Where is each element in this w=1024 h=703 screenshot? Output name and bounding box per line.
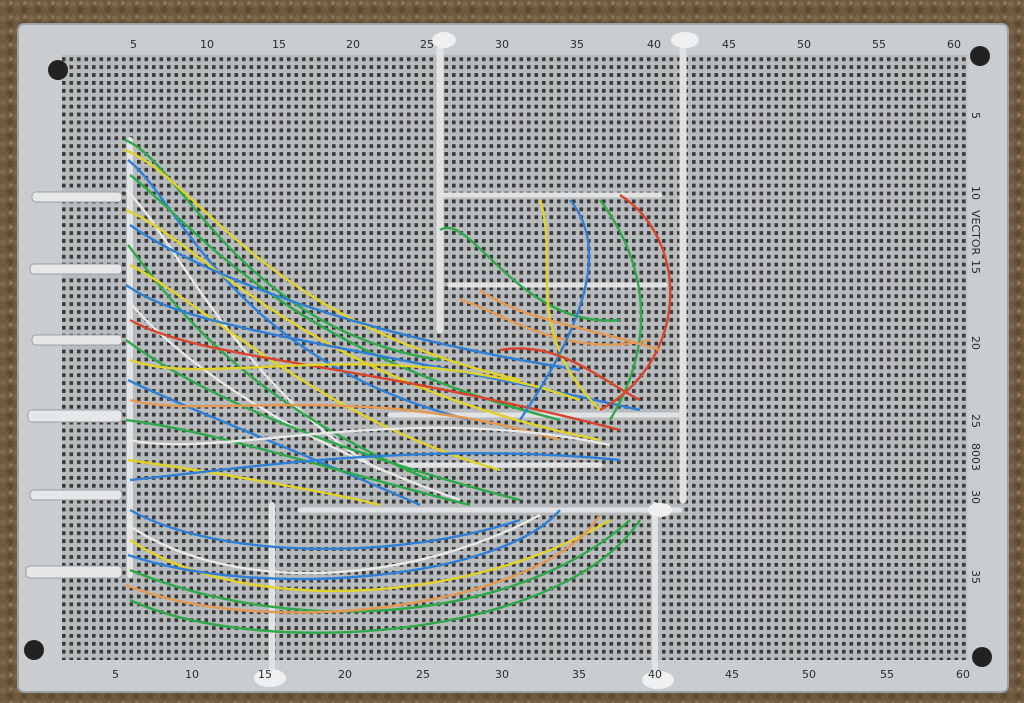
top-label: 10 <box>200 38 214 51</box>
top-label: 30 <box>495 38 509 51</box>
bottom-label: 25 <box>416 668 430 681</box>
side-label: 30 <box>969 490 982 504</box>
bottom-label: 5 <box>112 668 119 681</box>
side-label: 25 <box>969 414 982 428</box>
bottom-column-labels: 5 10 15 20 25 30 35 40 45 50 55 60 <box>112 668 970 681</box>
side-label: 20 <box>969 336 982 350</box>
top-label: 60 <box>947 38 961 51</box>
bottom-label: 20 <box>338 668 352 681</box>
bottom-label: 55 <box>880 668 894 681</box>
bottom-label: 45 <box>725 668 739 681</box>
mounting-hole-bottom-left <box>24 640 44 660</box>
top-column-labels: 5 10 15 20 25 30 35 40 45 50 55 60 <box>130 38 961 51</box>
side-label: 15 <box>969 260 982 274</box>
mounting-hole-bottom-right <box>972 647 992 667</box>
bottom-label: 30 <box>495 668 509 681</box>
top-label: 45 <box>722 38 736 51</box>
top-label: 5 <box>130 38 137 51</box>
mounting-hole-top-right <box>970 46 990 66</box>
bottom-label: 35 <box>572 668 586 681</box>
bottom-label: 50 <box>802 668 816 681</box>
brand-label: VECTOR <box>969 210 982 256</box>
top-label: 15 <box>272 38 286 51</box>
top-label: 50 <box>797 38 811 51</box>
top-label: 40 <box>647 38 661 51</box>
top-label: 25 <box>420 38 434 51</box>
solder-blobs <box>254 32 699 689</box>
top-label: 35 <box>570 38 584 51</box>
part-number-label: 8003 <box>969 443 982 471</box>
edge-pins <box>25 191 123 579</box>
bottom-label: 40 <box>648 668 662 681</box>
bottom-label: 15 <box>258 668 272 681</box>
side-row-labels: 5 10 15 20 25 30 35 VECTOR 8003 <box>969 112 982 584</box>
mounting-hole-top-left <box>48 60 68 80</box>
side-label: 35 <box>969 570 982 584</box>
top-label: 20 <box>346 38 360 51</box>
top-label: 55 <box>872 38 886 51</box>
bottom-label: 60 <box>956 668 970 681</box>
bottom-label: 10 <box>185 668 199 681</box>
hole-grid <box>62 55 967 660</box>
wire-harness <box>124 138 672 634</box>
side-label: 10 <box>969 186 982 200</box>
side-label: 5 <box>969 112 982 119</box>
